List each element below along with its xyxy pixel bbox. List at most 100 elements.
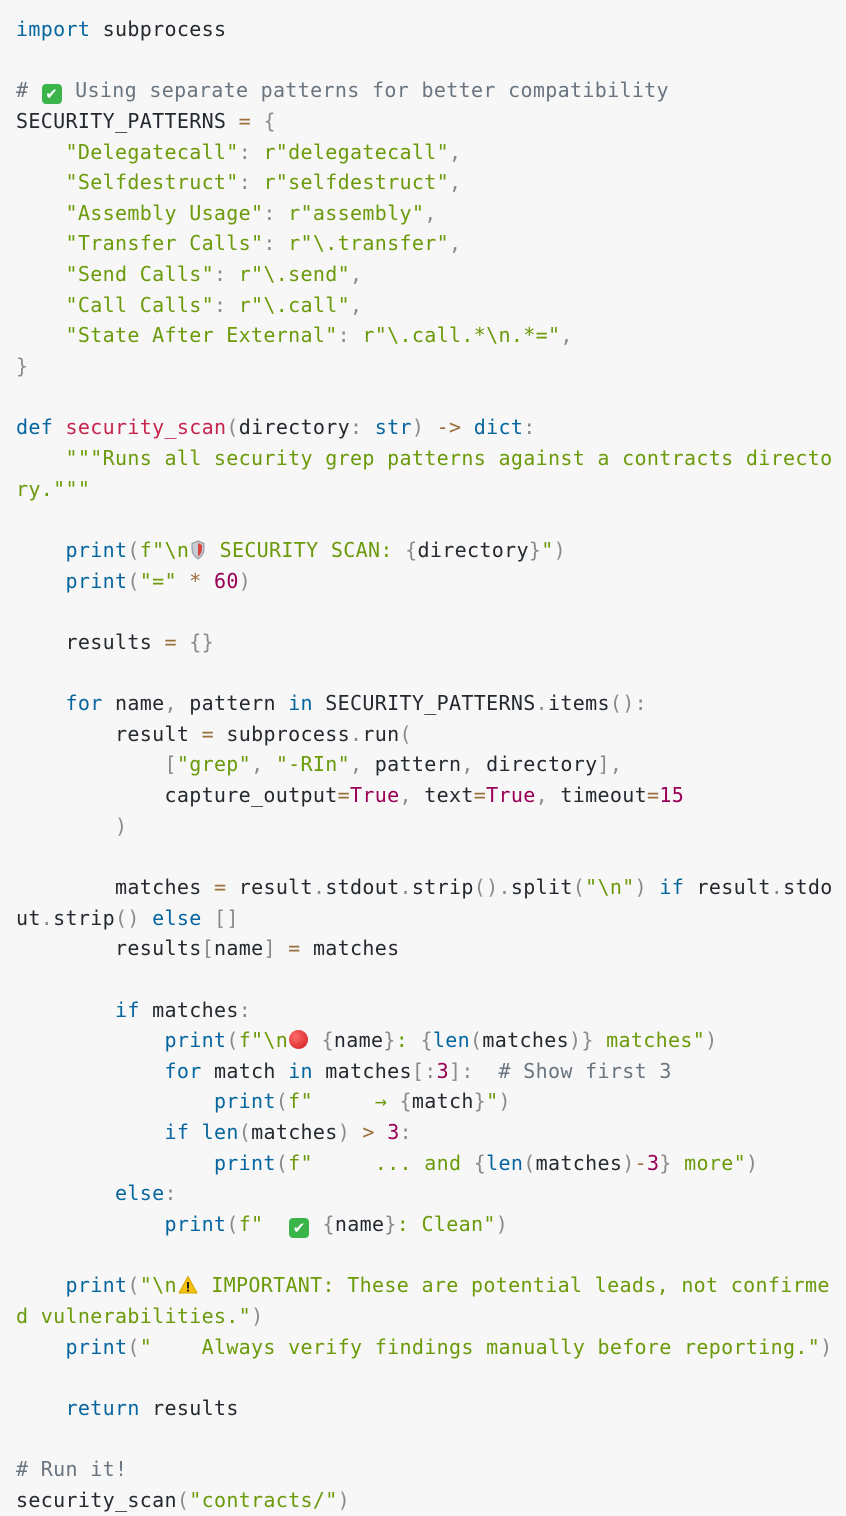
code-token <box>16 140 65 164</box>
code-token: print <box>65 1273 128 1298</box>
code-token: in <box>288 1058 313 1083</box>
code-line: def security_scan(directory: str) -> dic… <box>16 412 833 443</box>
code-token: : <box>213 292 239 317</box>
code-token: for <box>65 691 103 716</box>
code-token: """Runs all security grep patterns again… <box>16 445 833 470</box>
code-token: ) <box>498 1089 511 1114</box>
code-line: SECURITY_PATTERNS = { <box>16 106 833 137</box>
code-token: , <box>449 170 462 195</box>
code-token: { <box>405 537 418 562</box>
code-line: "State After External": r"\.call.*\n.*="… <box>16 320 833 351</box>
code-line: else: <box>16 1178 833 1209</box>
code-token: " <box>486 1089 499 1114</box>
code-token <box>16 1181 115 1205</box>
code-line: print(f"\n {name}: {len(matches)} matche… <box>16 1025 833 1056</box>
code-content[interactable]: import subprocess​# ✔ Using separate pat… <box>16 14 833 1515</box>
code-token: directory <box>417 537 529 562</box>
code-token: . <box>350 721 363 746</box>
code-token: "contracts/" <box>189 1487 338 1512</box>
code-token <box>16 998 115 1022</box>
code-token: security_scan <box>16 1487 177 1512</box>
code-token: ) <box>16 813 128 838</box>
code-token: () <box>114 905 153 930</box>
code-token: IMPORTANT: These are potential leads, no… <box>198 1273 830 1298</box>
code-token: )} <box>569 1028 594 1053</box>
code-token <box>189 1120 201 1144</box>
code-line: # ✔ Using separate patterns for better c… <box>16 75 833 106</box>
code-token <box>16 1059 164 1083</box>
code-token: ) <box>820 1334 833 1359</box>
code-token: : <box>238 997 252 1022</box>
code-token: = <box>275 936 313 961</box>
code-token: "=" <box>139 568 177 593</box>
code-line: matches = result.stdout.strip().split("\… <box>16 872 833 903</box>
code-token: "Call Calls" <box>65 292 214 317</box>
code-token: "Send Calls" <box>65 262 214 287</box>
code-token: f" ... and <box>288 1150 474 1175</box>
code-token: "Selfdestruct" <box>65 170 239 195</box>
code-token: ) <box>622 1150 635 1175</box>
code-token: result <box>684 874 771 899</box>
code-token: import <box>16 17 91 41</box>
code-token: -> <box>436 415 462 440</box>
code-token: str <box>374 415 412 440</box>
code-token: "\n" <box>585 874 635 899</box>
code-token: ( <box>523 1150 536 1175</box>
code-token: match <box>411 1089 474 1114</box>
code-token: {} <box>189 629 214 654</box>
code-line: d vulnerabilities.") <box>16 1301 833 1332</box>
code-line: "Delegatecall": r"delegatecall", <box>16 137 833 168</box>
code-token: result <box>238 874 313 899</box>
code-token: ] <box>263 936 276 961</box>
code-token: else <box>114 1181 165 1206</box>
shield-icon <box>191 538 205 560</box>
code-line: for name, pattern in SECURITY_PATTERNS.i… <box>16 688 833 719</box>
code-token: } <box>473 1089 487 1114</box>
code-token: items <box>548 691 610 716</box>
code-token <box>16 1335 65 1359</box>
code-token: "Delegatecall" <box>65 139 239 164</box>
code-token: print <box>213 1150 276 1175</box>
code-token: ry.""" <box>16 476 91 501</box>
code-token: name <box>102 691 165 716</box>
code-token <box>53 415 65 439</box>
code-token: , <box>449 139 462 164</box>
code-token: = <box>152 629 190 654</box>
code-line: ry.""" <box>16 474 833 505</box>
code-token: if <box>164 1120 190 1145</box>
code-token: print <box>213 1089 276 1114</box>
code-token: (): <box>609 691 647 716</box>
code-token: results <box>16 936 202 961</box>
code-token: r"assembly" <box>288 200 425 225</box>
code-token: : <box>399 1120 412 1145</box>
code-token <box>16 323 65 347</box>
code-line: ut.strip() else [] <box>16 903 833 934</box>
code-token: } <box>659 1150 672 1175</box>
code-token: , <box>535 783 561 808</box>
code-token: split <box>510 874 573 899</box>
code-token: ], <box>597 752 623 777</box>
code-token: f" <box>238 1211 289 1236</box>
check-mark-icon: ✔ <box>289 1217 310 1238</box>
code-line: print(" Always verify findings manually … <box>16 1332 833 1363</box>
code-token <box>309 1028 321 1052</box>
code-token: , <box>399 783 425 808</box>
code-line: security_scan("contracts/") <box>16 1485 833 1516</box>
code-line: result = subprocess.run( <box>16 719 833 750</box>
code-token: 60 <box>213 568 239 593</box>
code-token: True <box>486 783 536 808</box>
code-token: ) <box>634 874 660 899</box>
code-line: "Transfer Calls": r"\.transfer", <box>16 228 833 259</box>
code-token: : <box>350 415 375 440</box>
code-token: ) <box>251 1303 264 1328</box>
code-token: ]: <box>449 1058 499 1083</box>
code-token: { <box>322 1211 335 1236</box>
code-token: . <box>535 691 548 716</box>
code-token: "State After External" <box>65 323 338 348</box>
code-token: stdout <box>325 874 400 899</box>
code-token: ) <box>411 415 437 440</box>
code-line: ​ <box>16 964 833 995</box>
code-token: SECURITY_PATTERNS <box>312 691 536 716</box>
code-token: [ <box>201 936 214 961</box>
code-token: strip <box>53 905 115 930</box>
